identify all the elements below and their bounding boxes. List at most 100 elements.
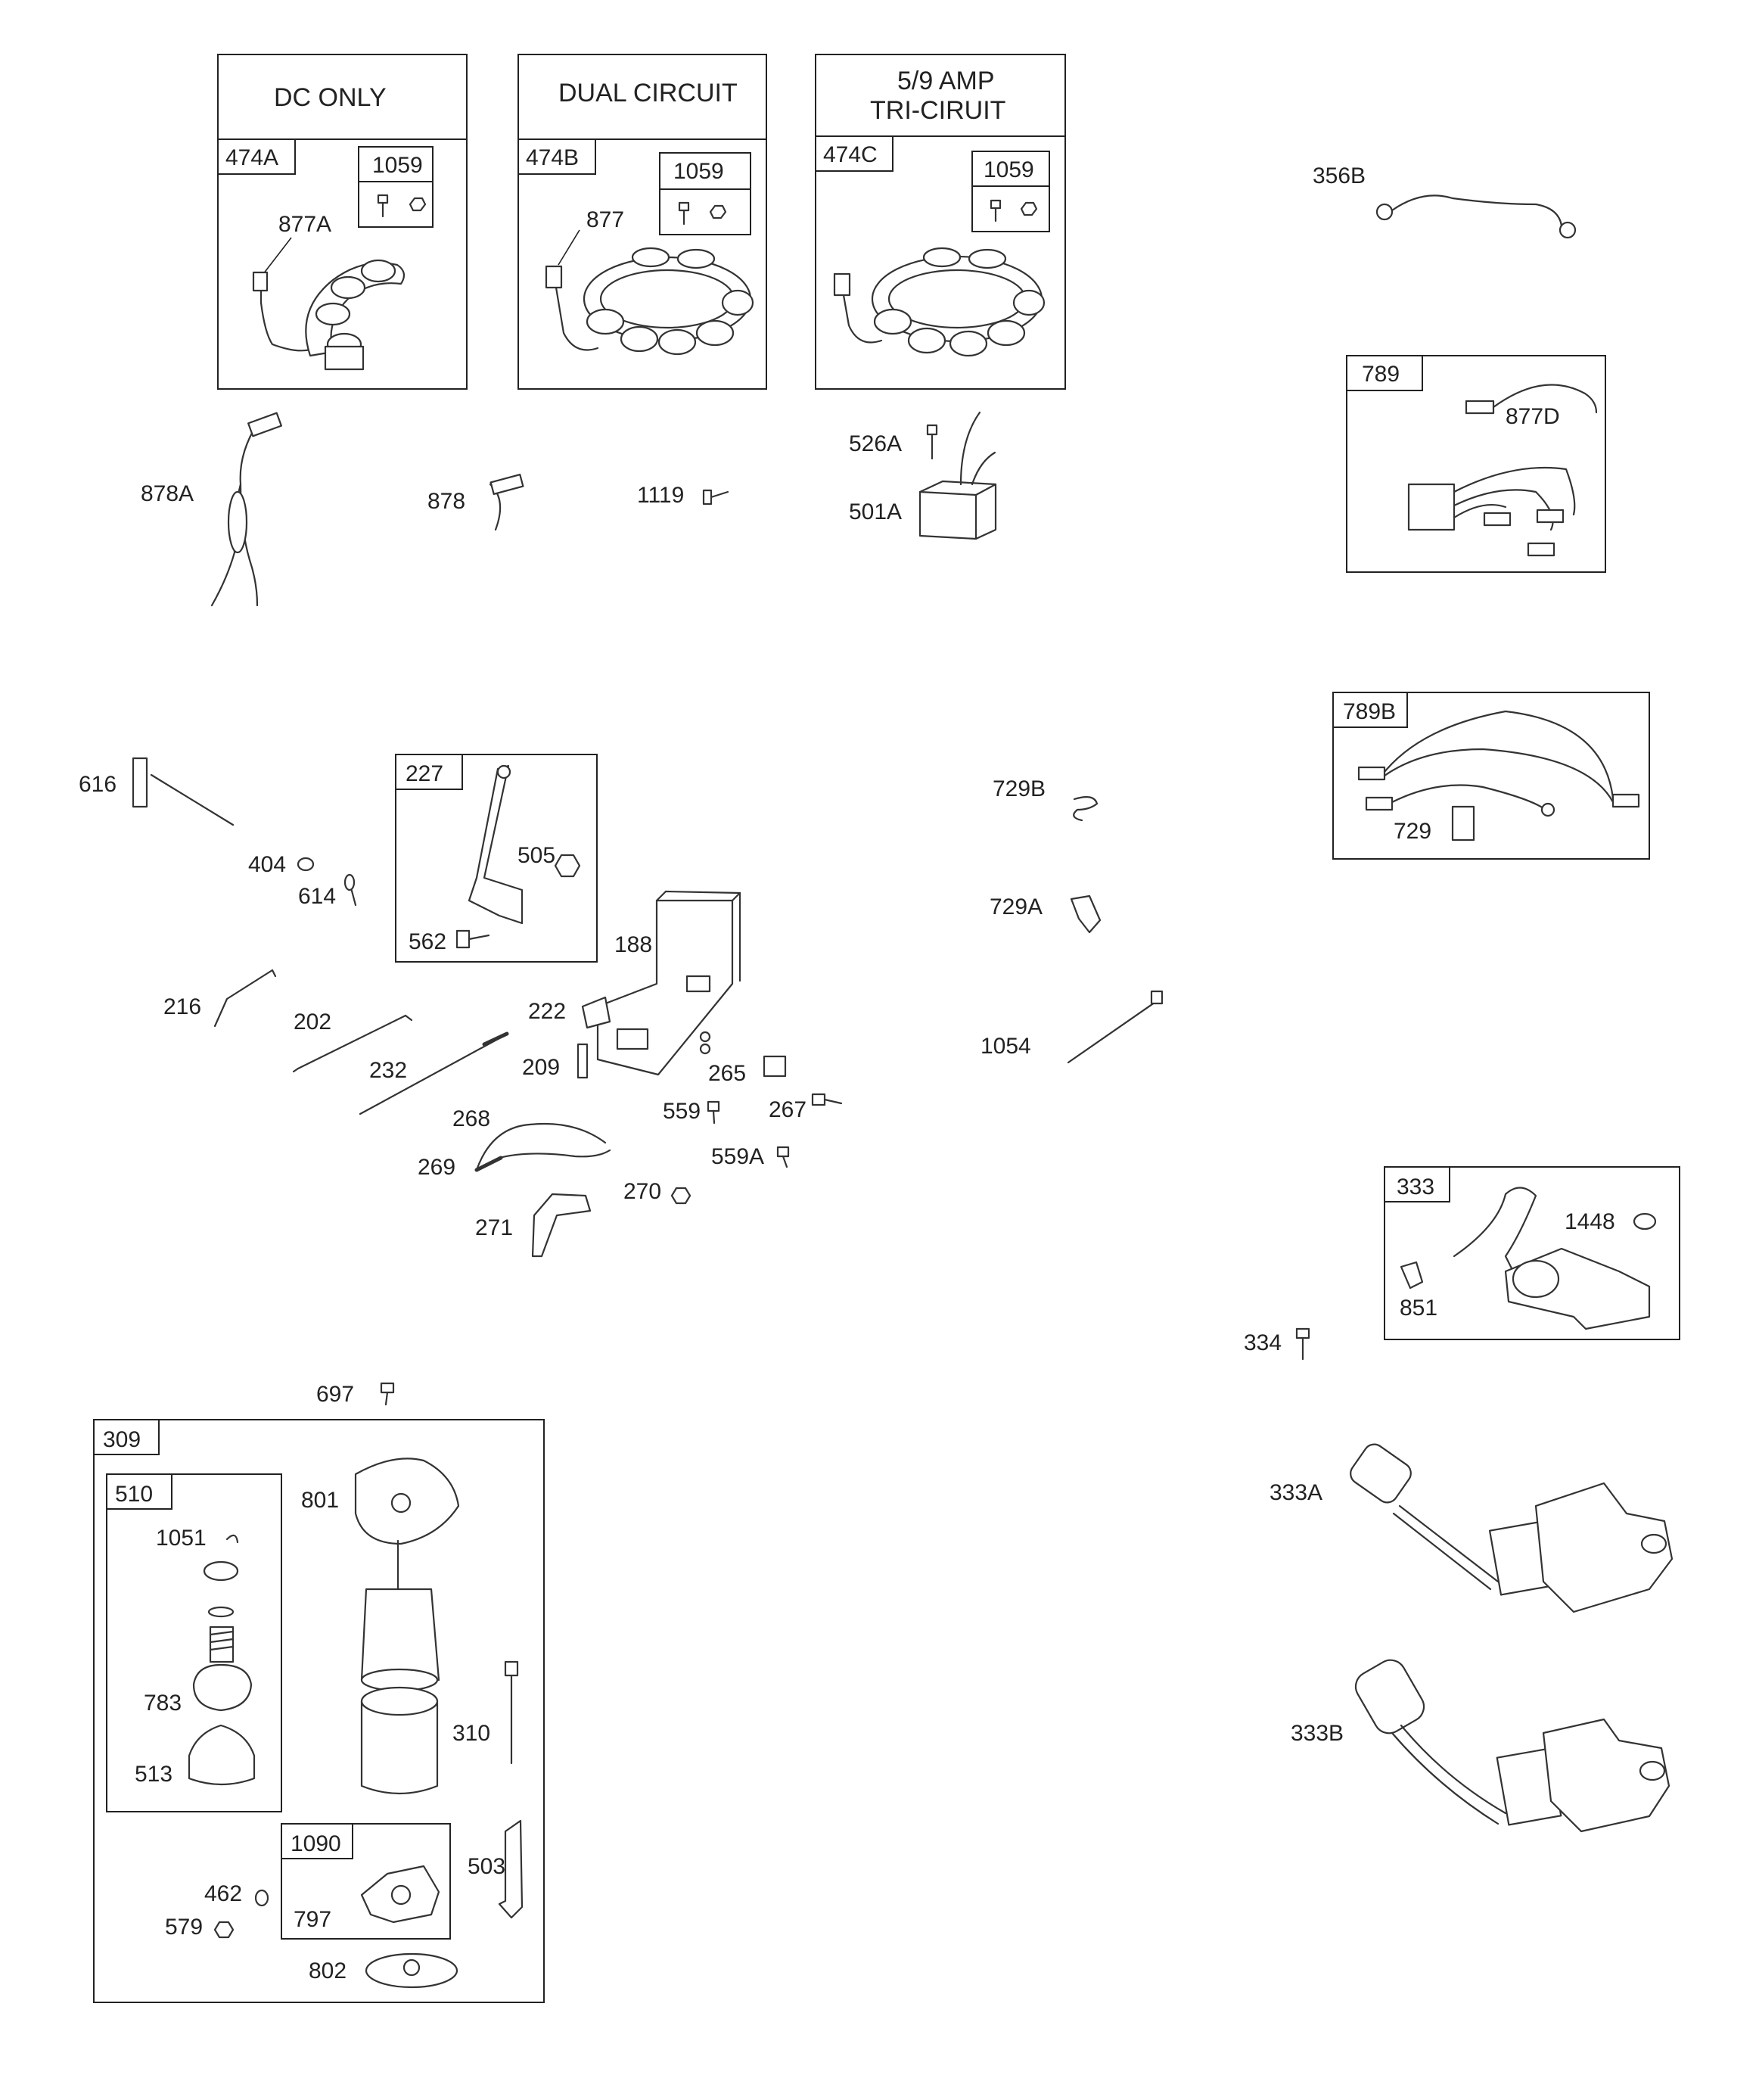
label-503[interactable]: 503 bbox=[468, 1854, 505, 1879]
rod-202: 202 bbox=[292, 1010, 413, 1073]
pin-614: 614 bbox=[298, 873, 357, 909]
header-dc-only: DC ONLY bbox=[274, 83, 387, 112]
label-878A[interactable]: 878A bbox=[141, 481, 194, 506]
label-356B[interactable]: 356B bbox=[1313, 163, 1366, 188]
label-270[interactable]: 270 bbox=[623, 1179, 661, 1204]
label-267[interactable]: 267 bbox=[769, 1097, 806, 1122]
kit-789B: 789B 729 bbox=[1332, 692, 1650, 860]
lever-616: 616 bbox=[79, 757, 235, 826]
lever-271: 271 bbox=[475, 1193, 592, 1258]
label-559[interactable]: 559 bbox=[663, 1099, 701, 1124]
label-797[interactable]: 797 bbox=[294, 1907, 331, 1932]
stator-dual-icon bbox=[545, 247, 754, 356]
kit-309: 309 510 1051 783 513 801 310 1090 797 bbox=[93, 1419, 545, 2003]
label-878[interactable]: 878 bbox=[427, 489, 465, 514]
label-1448[interactable]: 1448 bbox=[1565, 1209, 1615, 1234]
label-268[interactable]: 268 bbox=[452, 1106, 490, 1131]
label-462[interactable]: 462 bbox=[204, 1881, 242, 1906]
label-310[interactable]: 310 bbox=[452, 1721, 490, 1746]
label-851[interactable]: 851 bbox=[1400, 1296, 1437, 1321]
label-783[interactable]: 783 bbox=[144, 1691, 182, 1716]
label-562[interactable]: 562 bbox=[409, 929, 446, 954]
label-1059-a[interactable]: 1059 bbox=[372, 153, 423, 178]
label-1054[interactable]: 1054 bbox=[981, 1034, 1031, 1059]
label-1051[interactable]: 1051 bbox=[156, 1526, 207, 1551]
screw-nut-icon bbox=[377, 194, 427, 218]
label-877A[interactable]: 877A bbox=[278, 212, 331, 237]
label-877D[interactable]: 877D bbox=[1506, 404, 1560, 429]
label-333B[interactable]: 333B bbox=[1291, 1721, 1344, 1746]
coil-333A: 333A bbox=[1270, 1443, 1674, 1613]
label-232[interactable]: 232 bbox=[369, 1058, 407, 1083]
label-729[interactable]: 729 bbox=[1394, 819, 1431, 844]
nut-270: 270 bbox=[623, 1179, 691, 1205]
screw-559A: 559A bbox=[711, 1144, 790, 1169]
label-505[interactable]: 505 bbox=[517, 843, 555, 868]
label-334[interactable]: 334 bbox=[1244, 1330, 1282, 1355]
label-616[interactable]: 616 bbox=[79, 772, 117, 797]
label-877[interactable]: 877 bbox=[586, 207, 624, 232]
stator-dc-icon bbox=[252, 259, 406, 371]
label-1059-c[interactable]: 1059 bbox=[984, 157, 1034, 182]
clip-265: 265 bbox=[708, 1055, 787, 1086]
coil-333B: 333B bbox=[1291, 1659, 1670, 1833]
spring-209: 209 bbox=[522, 1043, 589, 1080]
screw-334: 334 bbox=[1244, 1327, 1310, 1361]
label-501A[interactable]: 501A bbox=[849, 499, 902, 524]
label-333A[interactable]: 333A bbox=[1270, 1480, 1322, 1505]
label-802[interactable]: 802 bbox=[309, 1958, 347, 1983]
label-729A[interactable]: 729A bbox=[990, 894, 1043, 919]
label-227[interactable]: 227 bbox=[406, 761, 443, 786]
label-789[interactable]: 789 bbox=[1362, 362, 1400, 387]
link-216: 216 bbox=[163, 969, 277, 1028]
label-1090[interactable]: 1090 bbox=[291, 1831, 341, 1856]
label-789B[interactable]: 789B bbox=[1343, 699, 1396, 724]
screw-nut-icon bbox=[678, 201, 727, 226]
screw-559: 559 bbox=[663, 1099, 720, 1125]
rectifier-501A: 526A 501A bbox=[849, 411, 997, 540]
clip-729B: 729B bbox=[993, 776, 1099, 822]
screw-267: 267 bbox=[769, 1093, 843, 1122]
label-801[interactable]: 801 bbox=[301, 1488, 339, 1513]
label-510[interactable]: 510 bbox=[115, 1482, 153, 1507]
label-729B[interactable]: 729B bbox=[993, 776, 1046, 801]
label-209[interactable]: 209 bbox=[522, 1055, 560, 1080]
wire-878: 878 bbox=[427, 473, 524, 531]
label-216[interactable]: 216 bbox=[163, 994, 201, 1019]
header-tri-line2: TRI-CIRUIT bbox=[870, 96, 1005, 125]
screw-1119: 1119 bbox=[637, 483, 729, 508]
clip-729A: 729A bbox=[990, 894, 1102, 934]
harness-878A: 878A bbox=[141, 412, 282, 607]
label-188[interactable]: 188 bbox=[614, 932, 652, 957]
washer-404: 404 bbox=[248, 852, 315, 877]
kit-789: 789 877D bbox=[1346, 355, 1606, 573]
label-474B[interactable]: 474B bbox=[526, 145, 579, 170]
label-333[interactable]: 333 bbox=[1397, 1174, 1434, 1199]
label-579[interactable]: 579 bbox=[165, 1915, 203, 1940]
kit-474C: 5/9 AMP TRI-CIRUIT 474C 1059 bbox=[815, 54, 1066, 390]
cable-268-269: 268 269 bbox=[418, 1106, 611, 1180]
label-404[interactable]: 404 bbox=[248, 852, 286, 877]
label-202[interactable]: 202 bbox=[294, 1010, 331, 1034]
label-1059-b[interactable]: 1059 bbox=[673, 159, 724, 184]
label-474C[interactable]: 474C bbox=[823, 142, 878, 167]
label-513[interactable]: 513 bbox=[135, 1762, 172, 1787]
stator-tri-icon bbox=[833, 247, 1046, 357]
kit-227: 227 505 562 bbox=[395, 754, 598, 963]
label-309[interactable]: 309 bbox=[103, 1427, 141, 1452]
label-559A[interactable]: 559A bbox=[711, 1144, 764, 1169]
label-697[interactable]: 697 bbox=[316, 1382, 354, 1407]
ground-wire-356B: 356B bbox=[1313, 163, 1577, 239]
spring-232: 232 bbox=[359, 1031, 509, 1115]
label-271[interactable]: 271 bbox=[475, 1215, 513, 1240]
label-526A[interactable]: 526A bbox=[849, 431, 902, 456]
label-269[interactable]: 269 bbox=[418, 1155, 455, 1180]
label-474A[interactable]: 474A bbox=[225, 145, 278, 170]
label-222[interactable]: 222 bbox=[528, 999, 566, 1024]
label-614[interactable]: 614 bbox=[298, 884, 336, 909]
screw-nut-icon bbox=[990, 199, 1038, 222]
tie-1054: 1054 bbox=[981, 990, 1164, 1064]
label-1119[interactable]: 1119 bbox=[637, 483, 684, 508]
label-265[interactable]: 265 bbox=[708, 1061, 746, 1086]
